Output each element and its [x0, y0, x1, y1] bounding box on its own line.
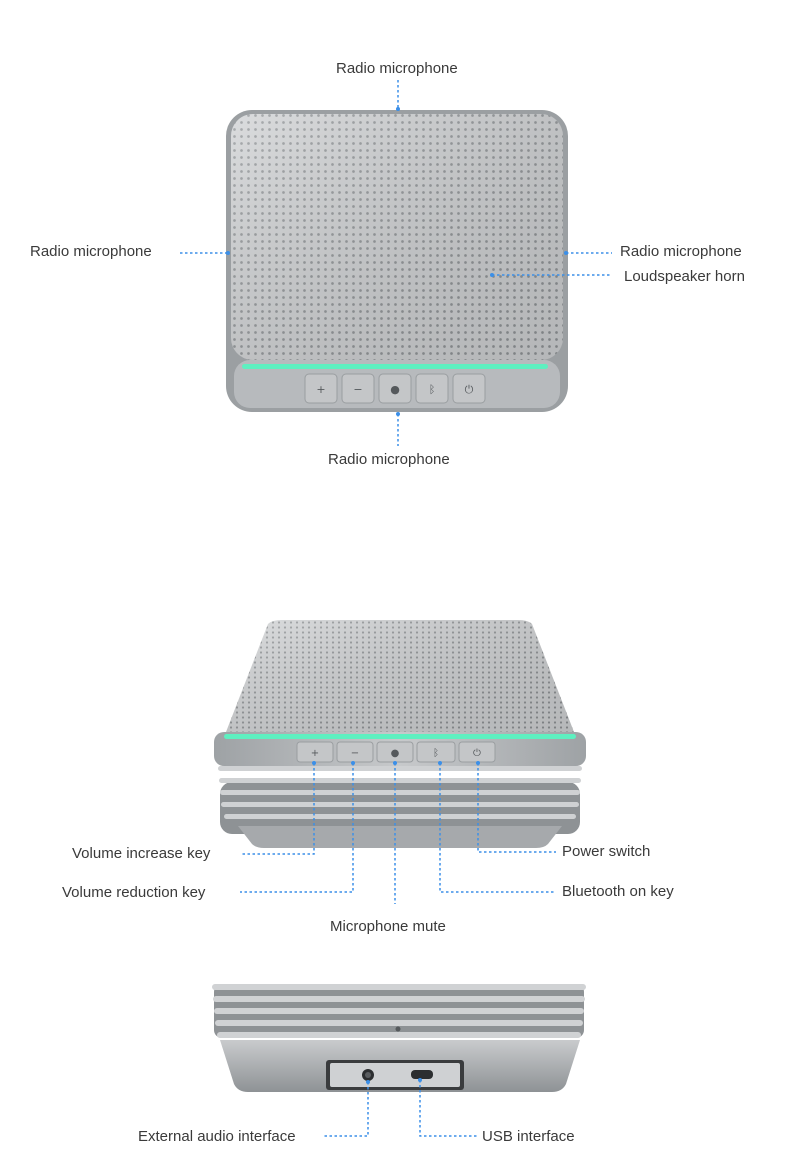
leader-dots	[226, 107, 568, 1084]
label-radio-microphone-top: Radio microphone	[336, 60, 458, 77]
mic-icon: ●	[391, 748, 400, 759]
label-radio-microphone-right: Radio microphone	[620, 243, 742, 260]
mic-icon: ●	[390, 383, 400, 396]
bluetooth-button-top[interactable]	[415, 373, 449, 404]
label-volume-reduction-key: Volume reduction key	[62, 884, 206, 901]
label-usb-interface: USB interface	[482, 1128, 575, 1145]
label-external-audio-interface: External audio interface	[138, 1128, 296, 1145]
minus-icon: −	[353, 383, 362, 396]
device-base	[238, 826, 562, 848]
label-volume-increase-key: Volume increase key	[72, 845, 211, 862]
plus-icon: +	[316, 383, 325, 396]
minus-button-top[interactable]	[341, 373, 375, 404]
button-row-top	[304, 373, 486, 404]
angled-led-strip	[224, 734, 576, 739]
label-loudspeaker-horn: Loudspeaker horn	[624, 268, 745, 285]
power-icon: ⏻	[465, 383, 474, 396]
label-bluetooth-on-key: Bluetooth on key	[562, 883, 674, 900]
usb-port[interactable]	[411, 1070, 433, 1079]
minus-button[interactable]	[336, 741, 374, 763]
device-angled-view: + − ● ᛒ ⏻	[214, 620, 586, 848]
power-icon: ⏻	[473, 748, 481, 759]
pinhole-icon	[395, 1026, 401, 1032]
label-microphone-mute: Microphone mute	[330, 918, 446, 935]
bluetooth-button[interactable]	[416, 741, 456, 763]
bluetooth-icon: ᛒ	[429, 383, 436, 396]
mic-button-top[interactable]	[378, 373, 412, 404]
device-back-view	[212, 984, 586, 1092]
power-button-top[interactable]	[452, 373, 486, 404]
label-radio-microphone-bottom: Radio microphone	[328, 451, 450, 468]
label-power-switch: Power switch	[562, 843, 651, 860]
bluetooth-icon: ᛒ	[433, 748, 439, 759]
plus-icon: +	[311, 748, 319, 759]
label-radio-microphone-left: Radio microphone	[30, 243, 152, 260]
device-top-view: + − ● ᛒ ⏻	[226, 110, 568, 412]
minus-icon: −	[351, 748, 359, 759]
led-strip	[242, 364, 548, 369]
leader-lines	[180, 80, 612, 1137]
plus-button-top[interactable]	[304, 373, 338, 404]
